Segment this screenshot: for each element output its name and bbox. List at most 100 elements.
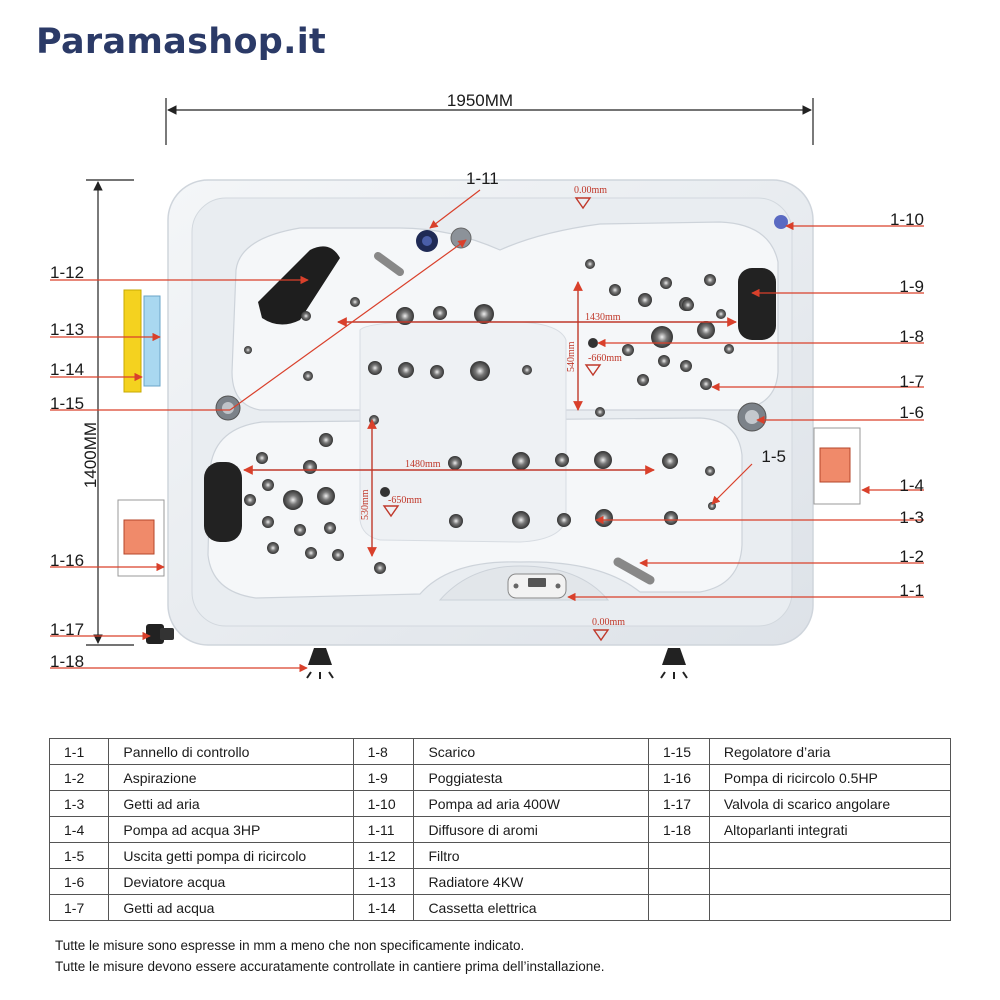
legend-code: 1-9 bbox=[352, 764, 415, 791]
lower-width-label: 530mm bbox=[360, 489, 371, 520]
legend-code: 1-3 bbox=[48, 790, 110, 817]
legend-code: 1-1 bbox=[48, 738, 110, 765]
headrest-left bbox=[204, 462, 242, 542]
legend-code: 1-10 bbox=[352, 790, 415, 817]
air-pump-icon bbox=[774, 215, 788, 229]
legend-name: Pannello di controllo bbox=[108, 738, 354, 765]
callout-1-18: 1-18 bbox=[50, 652, 84, 671]
legend-name: Valvola di scarico angolare bbox=[708, 790, 952, 817]
inner-measure-labels: 0.00mm 1430mm 540mm -660mm 1480mm 530mm … bbox=[360, 185, 625, 628]
legend-code: 1-17 bbox=[647, 790, 710, 817]
legend-code: 1-18 bbox=[647, 816, 710, 843]
legend-code: 1-6 bbox=[48, 868, 110, 895]
drain-valve-icon bbox=[146, 624, 174, 644]
callout-1-14: 1-14 bbox=[50, 360, 84, 379]
note-line-1: Tutte le misure sono espresse in mm a me… bbox=[55, 938, 525, 953]
speaker-icon bbox=[306, 648, 334, 679]
legend-code: 1-11 bbox=[352, 816, 415, 843]
legend-code: 1-5 bbox=[48, 842, 110, 869]
legend-code: 1-12 bbox=[352, 842, 415, 869]
brand-logo: Paramashop.it bbox=[36, 22, 327, 62]
spa-diagram: 1950MM 1400MM bbox=[50, 91, 924, 679]
upper-depth-label: -660mm bbox=[588, 353, 622, 364]
legend-name: Pompa ad aria 400W bbox=[413, 790, 649, 817]
callout-1-8: 1-8 bbox=[899, 327, 924, 346]
legend-name: Diffusore di aromi bbox=[413, 816, 649, 843]
speaker-icon bbox=[660, 648, 688, 679]
headrest-1-12 bbox=[258, 246, 340, 325]
lower-depth-label: -650mm bbox=[388, 495, 422, 506]
upper-width-label: 540mm bbox=[566, 341, 577, 372]
legend-code: 1-8 bbox=[352, 738, 415, 765]
legend-name: Uscita getti pompa di ricircolo bbox=[108, 842, 354, 869]
height-dimension: 1400MM bbox=[81, 179, 134, 646]
legend-code: 1-2 bbox=[48, 764, 110, 791]
upper-length-label: 1430mm bbox=[585, 312, 621, 323]
electric-box-icon bbox=[123, 289, 142, 393]
side-components bbox=[117, 289, 861, 679]
legend-name: Getti ad aria bbox=[108, 790, 354, 817]
legend-name: Radiatore 4KW bbox=[413, 868, 649, 895]
legend-name bbox=[708, 894, 952, 921]
legend-code: 1-16 bbox=[647, 764, 710, 791]
legend-name: Filtro bbox=[413, 842, 649, 869]
callout-labels: 1-1 1-2 1-3 1-4 1-5 1-6 1-7 1-8 1-9 1-10… bbox=[50, 169, 924, 671]
legend-name: Deviatore acqua bbox=[108, 868, 354, 895]
headrest-right bbox=[738, 268, 776, 340]
legend-code: 1-14 bbox=[352, 894, 415, 921]
width-label: 1950MM bbox=[447, 91, 513, 110]
legend-code: 1-7 bbox=[48, 894, 110, 921]
callout-1-6: 1-6 bbox=[899, 403, 924, 422]
legend-name bbox=[708, 868, 952, 895]
notes: Tutte le misure sono espresse in mm a me… bbox=[55, 935, 605, 977]
legend-code bbox=[647, 868, 710, 895]
heater-icon bbox=[143, 295, 161, 387]
callout-1-5: 1-5 bbox=[761, 447, 786, 466]
leader-lines bbox=[50, 189, 924, 673]
inner-measurements bbox=[243, 197, 737, 642]
callout-1-2: 1-2 bbox=[899, 547, 924, 566]
legend-name bbox=[708, 842, 952, 869]
callout-1-4: 1-4 bbox=[899, 476, 924, 495]
legend-name: Cassetta elettrica bbox=[413, 894, 649, 921]
drain-icon bbox=[588, 338, 598, 348]
callout-1-10: 1-10 bbox=[890, 210, 924, 229]
callout-1-1: 1-1 bbox=[899, 581, 924, 600]
legend-name: Aspirazione bbox=[108, 764, 354, 791]
legend-code: 1-13 bbox=[352, 868, 415, 895]
legend-name: Pompa di ricircolo 0.5HP bbox=[708, 764, 952, 791]
callout-1-17: 1-17 bbox=[50, 620, 84, 639]
legend-code: 1-4 bbox=[48, 816, 110, 843]
legend-name: Pompa ad acqua 3HP bbox=[108, 816, 354, 843]
legend-code bbox=[647, 894, 710, 921]
callout-1-16: 1-16 bbox=[50, 551, 84, 570]
spa-shell bbox=[167, 179, 814, 646]
legend-name: Regolatore d’aria bbox=[708, 738, 952, 765]
legend-code: 1-15 bbox=[647, 738, 710, 765]
callout-1-13: 1-13 bbox=[50, 320, 84, 339]
legend-name: Altoparlanti integrati bbox=[708, 816, 952, 843]
callout-1-15: 1-15 bbox=[50, 394, 84, 413]
lower-length-label: 1480mm bbox=[405, 459, 441, 470]
legend-name: Poggiatesta bbox=[413, 764, 649, 791]
callout-1-11: 1-11 bbox=[466, 169, 499, 188]
legend-name: Getti ad acqua bbox=[108, 894, 354, 921]
depth-top-label: 0.00mm bbox=[574, 185, 607, 196]
depth-bottom-label: 0.00mm bbox=[592, 617, 625, 628]
callout-1-12: 1-12 bbox=[50, 263, 84, 282]
legend-code bbox=[647, 842, 710, 869]
note-line-2: Tutte le misure devono essere accuratame… bbox=[55, 959, 605, 974]
height-label: 1400MM bbox=[81, 422, 100, 488]
callout-1-9: 1-9 bbox=[899, 277, 924, 296]
headrests bbox=[204, 246, 776, 542]
suction-icon bbox=[613, 557, 655, 585]
legend-name: Scarico bbox=[413, 738, 649, 765]
